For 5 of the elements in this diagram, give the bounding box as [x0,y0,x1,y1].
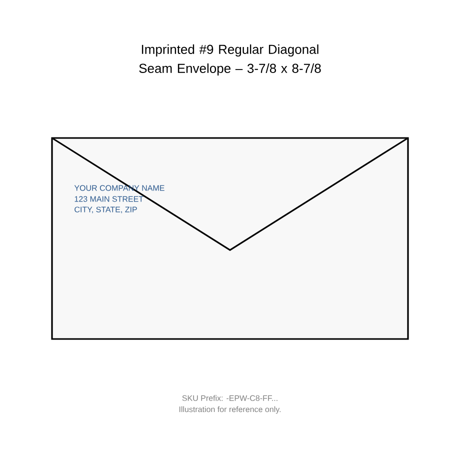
footnote: SKU Prefix: -EPW-C8-FF... [182,395,278,401]
title: Imprinted #9 Regular Diagonal Seam Envelope – 3-7/8 x 8-7/8 [139,44,321,76]
address-line: CITY, STATE, ZIP [74,206,137,214]
address-line: 123 MAIN STREET [74,196,144,202]
footnote: Illustration for reference only. [179,406,281,414]
